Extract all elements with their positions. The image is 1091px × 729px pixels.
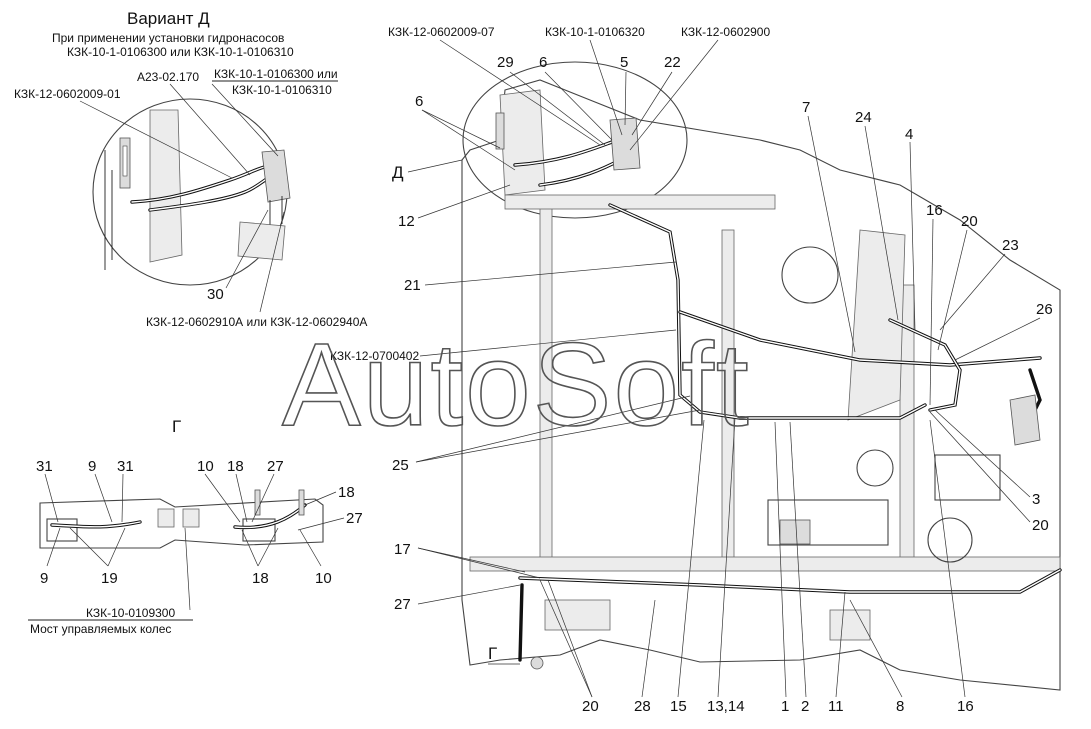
view-letter-g: Г bbox=[172, 417, 181, 436]
num-6b: 6 bbox=[415, 93, 423, 110]
code-top-3: КЗК-12-0602900 bbox=[681, 25, 770, 39]
num-23: 23 bbox=[1002, 237, 1019, 254]
num-5: 5 bbox=[620, 54, 628, 71]
num-30: 30 bbox=[207, 286, 224, 303]
variant-subtitle-1: При применении установки гидронасосов bbox=[52, 31, 284, 45]
num-3: 3 bbox=[1032, 491, 1040, 508]
axle-num-27b: 27 bbox=[346, 510, 363, 527]
code-label-d: КЗК-12-0602910А или КЗК-12-0602940А bbox=[146, 315, 367, 329]
num-17: 17 bbox=[394, 541, 411, 558]
tank-wall bbox=[149, 109, 183, 263]
tractor-outline bbox=[461, 79, 1061, 691]
axle-num-10b: 10 bbox=[315, 570, 332, 587]
num-4: 4 bbox=[905, 126, 913, 143]
num-29: 29 bbox=[497, 54, 514, 71]
num-28: 28 bbox=[634, 698, 651, 715]
axle-num-27: 27 bbox=[267, 458, 284, 475]
axle-num-31a: 31 bbox=[36, 458, 53, 475]
num-20a: 20 bbox=[961, 213, 978, 230]
axle-num-10a: 10 bbox=[197, 458, 214, 475]
main-view: Д Г КЗК-12-0602009-07 КЗК-10-1-0106320 К… bbox=[330, 25, 1062, 715]
axle-num-18a: 18 bbox=[227, 458, 244, 475]
num-15: 15 bbox=[670, 698, 687, 715]
code-top-1: КЗК-12-0602009-07 bbox=[388, 25, 495, 39]
view-letter-d: Д bbox=[392, 163, 404, 182]
axle-num-9a: 9 bbox=[88, 458, 96, 475]
num-25: 25 bbox=[392, 457, 409, 474]
num-12: 12 bbox=[398, 213, 415, 230]
axle-code: КЗК-10-0109300 bbox=[86, 606, 175, 620]
code-label-b: А23-02.170 bbox=[137, 70, 199, 84]
code-mid-4: КЗК-12-0700402 bbox=[330, 349, 419, 363]
num-13-14: 13,14 bbox=[707, 698, 745, 715]
num-6a: 6 bbox=[539, 54, 547, 71]
code-top-2: КЗК-10-1-0106320 bbox=[545, 25, 645, 39]
variant-title: Вариант Д bbox=[127, 9, 210, 28]
num-26: 26 bbox=[1036, 301, 1053, 318]
num-21: 21 bbox=[404, 277, 421, 294]
main-pump bbox=[609, 117, 641, 171]
axle-num-9b: 9 bbox=[40, 570, 48, 587]
num-22: 22 bbox=[664, 54, 681, 71]
num-24: 24 bbox=[855, 109, 872, 126]
main-hose-2 bbox=[538, 158, 622, 187]
crossbar-bottom bbox=[469, 556, 1061, 572]
axle-caption: Мост управляемых колес bbox=[30, 622, 171, 636]
axle-beam bbox=[39, 498, 324, 549]
num-1: 1 bbox=[781, 698, 789, 715]
num-11: 11 bbox=[828, 698, 844, 715]
num-20b: 20 bbox=[1032, 517, 1049, 534]
num-27: 27 bbox=[394, 596, 411, 613]
axle-num-31b: 31 bbox=[117, 458, 134, 475]
num-8: 8 bbox=[896, 698, 904, 715]
axle-num-19: 19 bbox=[101, 570, 118, 587]
crossbar-top bbox=[504, 194, 776, 210]
num-7: 7 bbox=[802, 99, 810, 116]
cylinder-right bbox=[1009, 394, 1041, 446]
axle-num-18c: 18 bbox=[252, 570, 269, 587]
pump-block bbox=[261, 149, 291, 203]
num-2: 2 bbox=[801, 698, 809, 715]
view-letter-g-arrow: Г bbox=[488, 644, 497, 663]
main-detail-circle bbox=[462, 61, 688, 219]
code-label-c1: КЗК-10-1-0106300 или bbox=[214, 67, 338, 81]
line-down bbox=[518, 583, 524, 662]
num-16b: 16 bbox=[957, 698, 974, 715]
code-label-a: КЗК-12-0602009-01 bbox=[14, 87, 121, 101]
num-16a: 16 bbox=[926, 202, 943, 219]
watermark: AutoSoft bbox=[282, 319, 751, 451]
view-g-axle: Г 31 9 31 10 18 27 18 27 9 19 18 10 bbox=[28, 417, 363, 636]
code-label-c2: КЗК-10-1-0106310 bbox=[232, 83, 332, 97]
axle-num-18b: 18 bbox=[338, 484, 355, 501]
variant-d-detail: Вариант Д При применении установки гидро… bbox=[14, 9, 367, 329]
num-20c: 20 bbox=[582, 698, 599, 715]
variant-subtitle-2: КЗК-10-1-0106300 или КЗК-10-1-0106310 bbox=[67, 45, 294, 59]
